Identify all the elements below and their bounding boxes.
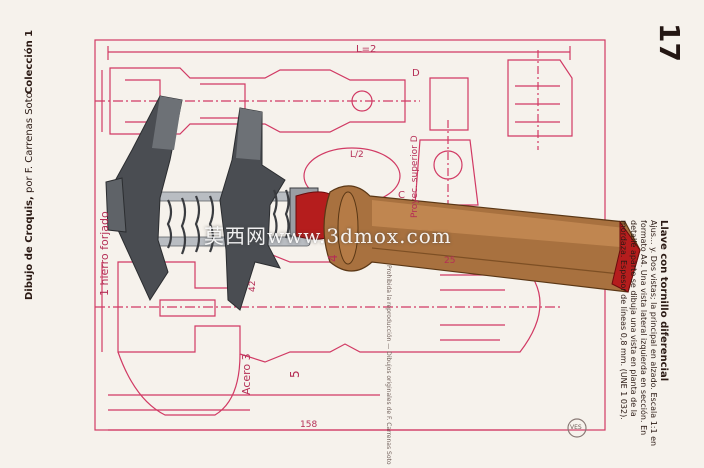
label-top-ref: L/2 (350, 150, 364, 160)
watermark: 莫西网www.3dmox.com (204, 224, 452, 248)
series-label: Colección 1 (24, 29, 35, 94)
label-hierro-forjado: 1 hierro forjado (98, 211, 111, 296)
label-dim-42: 42 (248, 280, 258, 292)
reproduction-note: Prohibida la reproducción — Dibujos orig… (385, 265, 392, 465)
stamp-circle (567, 418, 587, 438)
label-proyec: Proyec. superior D (410, 135, 420, 218)
plate-number: 17 (652, 23, 686, 62)
author-label: Dibujo de Croquis, por F. Carrenas Soto (24, 92, 35, 300)
label-dim-25: 25 (444, 256, 456, 266)
label-mark-5: 5 (288, 370, 302, 378)
caption-body: Ajus... y. Dos vistas; la principal en a… (619, 220, 658, 447)
wrench-3d-model (105, 95, 641, 311)
label-mark-4: 4 (326, 254, 340, 262)
caption-title: Llave con tornillo diferencial (658, 220, 669, 382)
author-name: por F. Carrenas Soto (24, 92, 35, 193)
label-section-d: D (412, 68, 420, 79)
caption-block: Llave con tornillo diferencial Ajus... y… (618, 220, 669, 450)
label-dim-158: 158 (300, 420, 318, 430)
right-jaw (219, 107, 286, 311)
drawing-linework (94, 39, 606, 438)
label-section-c: C (398, 190, 405, 201)
author-prefix: Dibujo de Croquis, (24, 196, 35, 300)
stamp-text: VES (570, 424, 582, 431)
label-acero: Acero 3 (240, 353, 253, 395)
label-top-length: L=2 (356, 44, 377, 55)
